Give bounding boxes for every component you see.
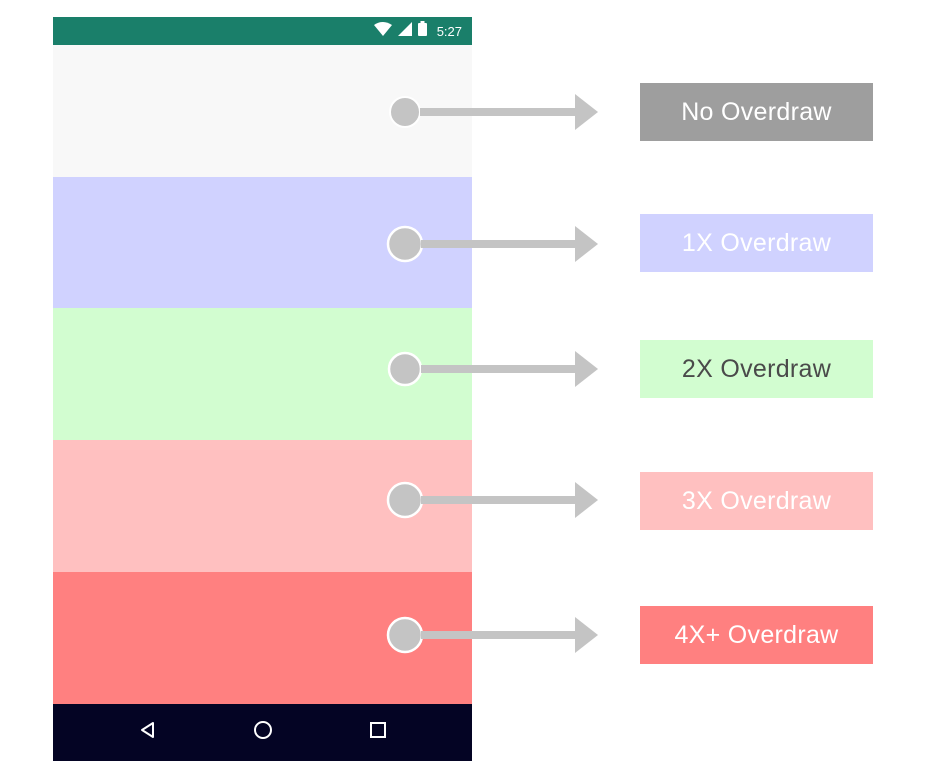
- connector-line: [421, 365, 581, 373]
- connector-arrowhead: [575, 617, 598, 653]
- connector-dot: [386, 481, 424, 519]
- connector-arrowhead: [575, 351, 598, 387]
- connector-arrow-3x: [386, 481, 598, 519]
- wifi-icon: [373, 21, 392, 41]
- connector-arrow-4x: [386, 616, 598, 654]
- home-button[interactable]: [251, 720, 275, 744]
- cell-signal-icon: [397, 21, 412, 41]
- connector-line: [421, 631, 581, 639]
- home-circle-icon: [253, 720, 273, 745]
- connector-arrow-2x: [387, 351, 598, 387]
- legend-label-1x: 1X Overdraw: [640, 214, 873, 272]
- connector-arrow-1x: [386, 225, 598, 263]
- connector-arrowhead: [575, 482, 598, 518]
- connector-dot: [389, 96, 421, 128]
- battery-icon: [417, 21, 427, 41]
- status-icons: 5:27: [373, 17, 462, 45]
- connector-dot: [387, 351, 423, 387]
- legend-label-3x: 3X Overdraw: [640, 472, 873, 530]
- connector-arrowhead: [575, 226, 598, 262]
- back-triangle-icon: [139, 721, 157, 744]
- recents-button[interactable]: [366, 720, 390, 744]
- back-button[interactable]: [136, 720, 160, 744]
- connector-line: [420, 108, 580, 116]
- navigation-bar: [53, 704, 472, 761]
- recents-square-icon: [369, 721, 387, 744]
- connector-line: [421, 496, 581, 504]
- legend-label-4x: 4X+ Overdraw: [640, 606, 873, 664]
- connector-line: [421, 240, 581, 248]
- connector-arrow-none: [389, 94, 598, 130]
- connector-dot: [386, 225, 424, 263]
- connector-dot: [386, 616, 424, 654]
- legend-label-2x: 2X Overdraw: [640, 340, 873, 398]
- legend-label-none: No Overdraw: [640, 83, 873, 141]
- status-time: 5:27: [436, 23, 462, 39]
- connector-arrowhead: [575, 94, 598, 130]
- status-bar: 5:27: [53, 17, 472, 45]
